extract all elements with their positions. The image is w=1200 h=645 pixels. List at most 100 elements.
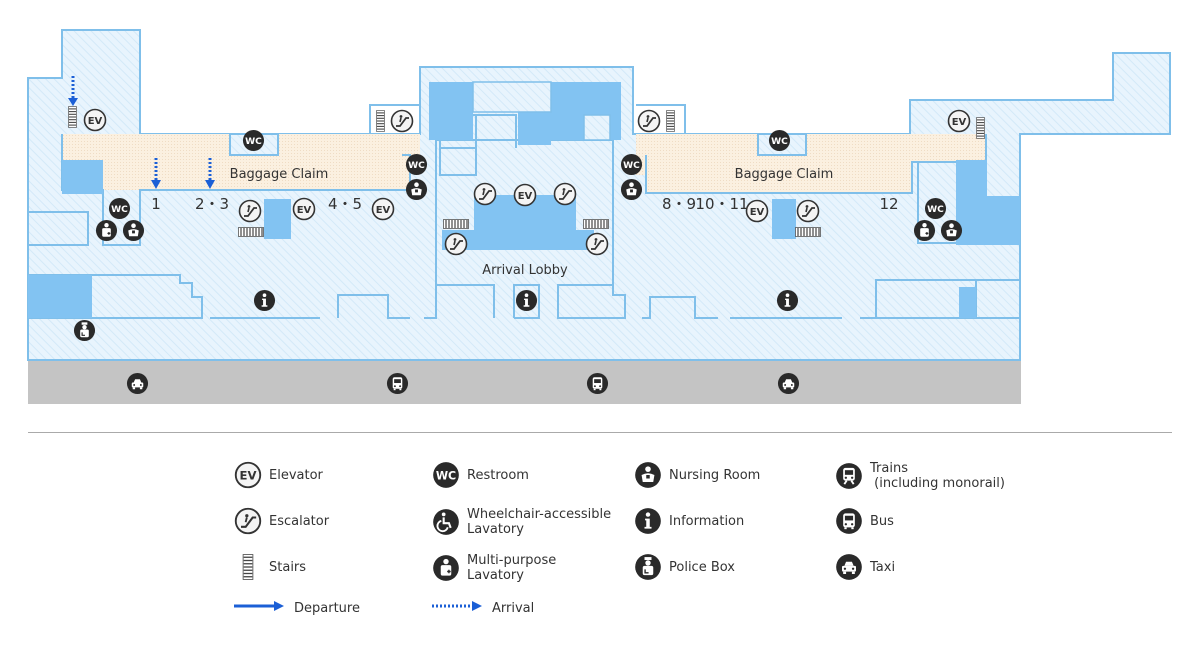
multipurpose-lavatory-icon (432, 554, 460, 582)
information-icon (515, 289, 538, 312)
escalator-icon (390, 109, 414, 133)
arrival-arrow-icon (205, 180, 215, 189)
stairs-icon (234, 553, 262, 581)
information-icon (776, 289, 799, 312)
elevator-icon (292, 197, 316, 221)
information-icon (253, 289, 276, 312)
arrival-arrow-icon (151, 180, 161, 189)
restroom-icon (242, 129, 265, 152)
elevator-icon (83, 108, 107, 132)
legend-information: Information (634, 507, 744, 535)
legend-label: Arrival (492, 600, 535, 616)
elevator-icon (371, 197, 395, 221)
restroom-icon (768, 129, 791, 152)
arrival-lobby-label: Arrival Lobby (482, 263, 568, 278)
nursing-room-icon (940, 219, 963, 242)
escalator-icon (473, 182, 497, 206)
restroom-icon (620, 153, 643, 176)
carousel-12: 12 (879, 195, 898, 213)
information-icon (634, 507, 662, 535)
nursing-room-icon (620, 178, 643, 201)
bus-icon (386, 372, 409, 395)
carousel-2-3: 2・3 (195, 195, 229, 213)
legend-label: Police Box (669, 559, 735, 575)
baggage-claim-label-left: Baggage Claim (230, 167, 329, 182)
carousel-8-9: 8・9 (662, 195, 696, 213)
stairs-icon (376, 110, 385, 132)
escalator-icon (444, 232, 468, 256)
arrival-arrow-icon (432, 600, 482, 616)
police-box-icon (73, 319, 96, 342)
departure-arrow-icon (234, 600, 284, 616)
legend-label: Escalator (269, 513, 330, 529)
baggage-claim-right-area (636, 134, 986, 193)
elevator-icon (745, 199, 769, 223)
legend-bus: Bus (835, 507, 894, 535)
legend-departure: Departure (234, 600, 360, 616)
road-area (28, 360, 1021, 404)
elevator-icon (234, 461, 262, 489)
bus-icon (586, 372, 609, 395)
arrival-arrow-icon (68, 98, 78, 106)
stairs-icon (238, 227, 264, 237)
legend-police-box: Police Box (634, 553, 735, 581)
stairs-icon (443, 219, 469, 229)
legend-label: Taxi (870, 559, 896, 575)
escalator-icon (796, 199, 820, 223)
nursing-room-icon (405, 178, 428, 201)
legend-arrival: Arrival (432, 600, 534, 616)
wheelchair-icon (432, 508, 460, 536)
legend: Elevator Escalator Stairs Departure Rest… (0, 440, 1200, 645)
baggage-claim-left-area (62, 134, 420, 190)
stairs-icon (976, 117, 985, 139)
bus-icon (835, 507, 863, 535)
escalator-icon (238, 199, 262, 223)
stairs-icon (583, 219, 609, 229)
legend-nursing-room: Nursing Room (634, 461, 760, 489)
multipurpose-lavatory-icon (913, 219, 936, 242)
restroom-icon (405, 153, 428, 176)
legend-label: Lavatory (467, 522, 524, 537)
escalator-icon (553, 182, 577, 206)
legend-label: Information (669, 513, 745, 529)
police-box-icon (634, 553, 662, 581)
carousel-10-11: 10・11 (695, 195, 748, 213)
legend-label: Restroom (467, 467, 529, 483)
restroom-icon (924, 197, 947, 220)
legend-stairs: Stairs (234, 553, 306, 581)
legend-label: Stairs (269, 559, 307, 575)
carousel-1: 1 (151, 195, 161, 213)
carousel-4-5: 4・5 (328, 195, 362, 213)
legend-label: Nursing Room (669, 467, 761, 483)
nursing-room-icon (122, 219, 145, 242)
legend-restroom: Restroom (432, 461, 529, 489)
stairs-icon (68, 106, 77, 128)
taxi-icon (835, 553, 863, 581)
legend-taxi: Taxi (835, 553, 895, 581)
elevator-icon (947, 109, 971, 133)
legend-trains: Trains (including monorail) (835, 461, 1005, 491)
legend-elevator: Elevator (234, 461, 323, 489)
legend-label: Trains (870, 461, 908, 476)
stairs-icon (666, 110, 675, 132)
baggage-claim-label-right: Baggage Claim (735, 167, 834, 182)
taxi-icon (777, 372, 800, 395)
restroom-icon (432, 461, 460, 489)
terminal-floor-map: EV WC (27, 29, 1171, 404)
legend-label: Bus (870, 513, 894, 529)
escalator-icon (637, 109, 661, 133)
legend-escalator: Escalator (234, 507, 329, 535)
legend-label: Multi-purpose (467, 553, 557, 568)
legend-divider (28, 432, 1172, 433)
escalator-icon (585, 232, 609, 256)
legend-label: Wheelchair-accessible (467, 507, 612, 522)
elevator-icon (513, 183, 537, 207)
legend-label: (including monorail) (870, 476, 1005, 491)
legend-label: Lavatory (467, 568, 524, 583)
taxi-icon (126, 372, 149, 395)
nursing-room-icon (634, 461, 662, 489)
escalator-icon (234, 507, 262, 535)
legend-label: Departure (294, 600, 360, 616)
